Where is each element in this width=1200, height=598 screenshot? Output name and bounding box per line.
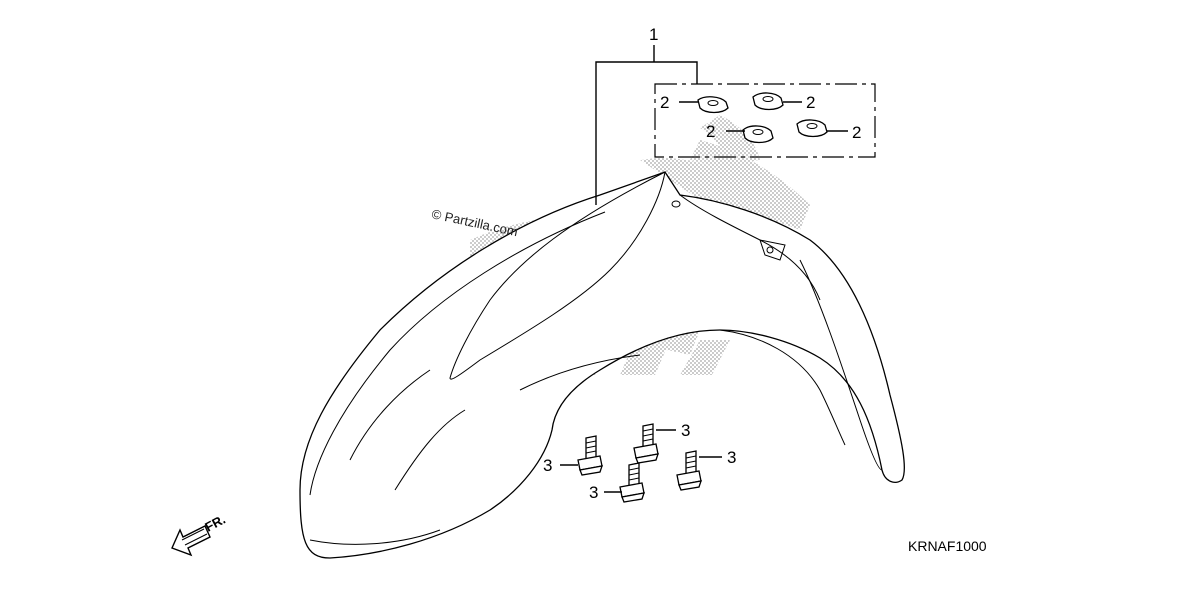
grommet-2-label: 2 bbox=[806, 93, 815, 112]
bolt-2 bbox=[633, 423, 676, 464]
bolt-1 bbox=[560, 435, 603, 476]
grommet-3-label: 2 bbox=[706, 122, 715, 141]
callout-1-leader bbox=[595, 45, 698, 205]
grommet-4-label: 2 bbox=[852, 123, 861, 142]
bolt-3 bbox=[604, 462, 645, 503]
grommet-1-label: 2 bbox=[660, 93, 669, 112]
grommet-2 bbox=[752, 92, 802, 111]
front-fender bbox=[299, 171, 905, 559]
diagram-code: KRNAF1000 bbox=[908, 538, 987, 554]
bolt-4 bbox=[676, 450, 722, 491]
bolt-4-label: 3 bbox=[727, 448, 736, 467]
grommet-4 bbox=[796, 119, 848, 138]
callout-1-label: 1 bbox=[649, 25, 658, 44]
grommet-3 bbox=[726, 125, 774, 144]
bolt-2-label: 3 bbox=[681, 421, 690, 440]
forward-direction-arrow bbox=[171, 525, 211, 557]
grommet-1 bbox=[679, 96, 729, 114]
watermark-text: © Partzilla.com bbox=[430, 206, 519, 239]
bolt-3-label: 3 bbox=[589, 483, 598, 502]
bolt-1-label: 3 bbox=[543, 456, 552, 475]
grommet-group-box bbox=[654, 83, 876, 158]
